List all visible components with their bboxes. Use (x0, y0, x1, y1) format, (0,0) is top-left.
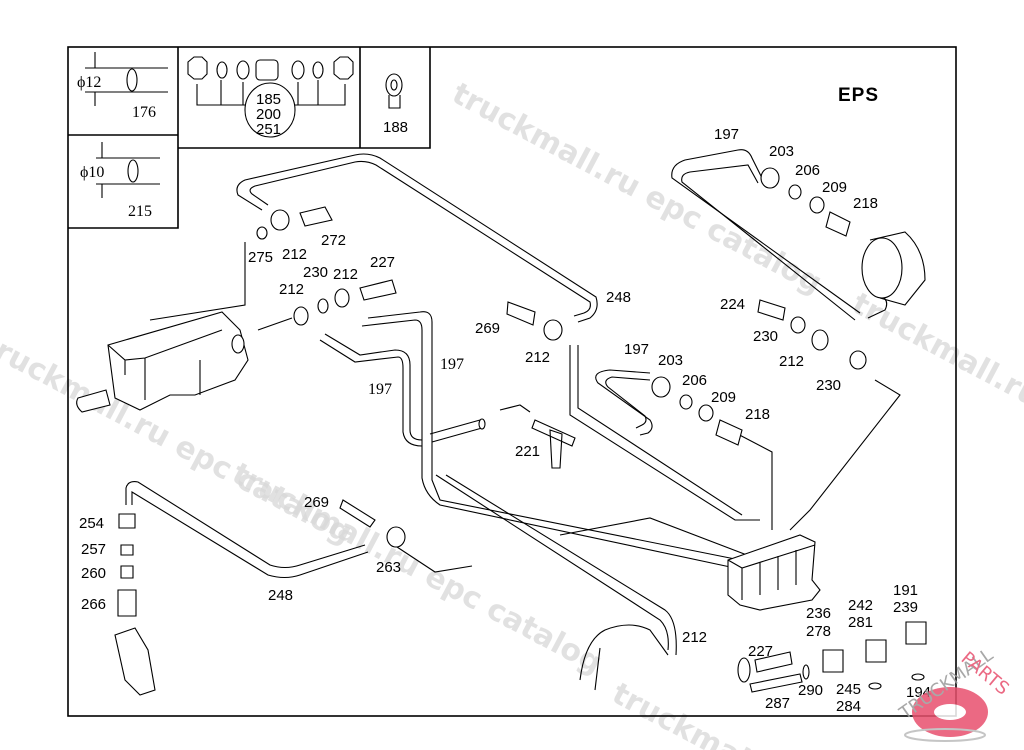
callout-263: 263 (376, 559, 401, 576)
gear-housing (861, 231, 926, 306)
callout-269: 269 (475, 320, 500, 337)
callout-245: 245 (836, 681, 861, 698)
part-number-176: 176 (132, 104, 156, 121)
callout-209: 209 (822, 179, 847, 196)
callout-191: 191 (893, 582, 918, 599)
callout-221: 221 (515, 443, 540, 460)
legend-tube-215: ϕ10 215 (80, 142, 160, 220)
part-number-251: 251 (256, 121, 281, 138)
callout-203: 203 (658, 352, 683, 369)
watermark: truckmall.ru epc catalog (226, 456, 607, 681)
callout-206: 206 (795, 162, 820, 179)
pipe-lines (125, 149, 901, 656)
callout-203: 203 (769, 143, 794, 160)
part-number-215: 215 (128, 203, 152, 220)
callout-212: 212 (779, 353, 804, 370)
watermark: truckmall.ru epc catalog (446, 76, 827, 301)
components (76, 167, 927, 696)
eps-actuator (76, 311, 249, 413)
callout-212: 212 (282, 246, 307, 263)
callout-labels: 197 203 206 209 218 275 212 272 212 230 … (79, 126, 931, 715)
legend-tube-176: ϕ12 176 (77, 52, 168, 121)
callout-281: 281 (848, 614, 873, 631)
callout-257: 257 (81, 541, 106, 558)
callout-260: 260 (81, 565, 106, 582)
part-number-200: 200 (256, 106, 281, 123)
callout-227: 227 (748, 643, 773, 660)
diagram-title: EPS (838, 85, 879, 106)
part-number-188: 188 (383, 119, 408, 136)
legend-banjo-188: 188 (383, 73, 408, 136)
callout-212: 212 (525, 349, 550, 366)
callout-197: 197 (440, 356, 464, 373)
callout-236: 236 (806, 605, 831, 622)
bracket (579, 624, 669, 691)
callout-209: 209 (711, 389, 736, 406)
callout-230: 230 (816, 377, 841, 394)
callout-227: 227 (370, 254, 395, 271)
callout-212: 212 (333, 266, 358, 283)
callout-230: 230 (303, 264, 328, 281)
legend-boxes: ϕ12 176 ϕ10 215 185 200 251 (68, 47, 431, 229)
diagram-frame (67, 46, 957, 717)
part-number-185: 185 (256, 91, 281, 108)
callout-218: 218 (745, 406, 770, 423)
reservoir (114, 627, 156, 696)
fittings (117, 167, 927, 693)
callout-206: 206 (682, 372, 707, 389)
callout-278: 278 (806, 623, 831, 640)
t-connector-221 (531, 419, 576, 469)
callout-272: 272 (321, 232, 346, 249)
callout-224: 224 (720, 296, 745, 313)
callout-266: 266 (81, 596, 106, 613)
legend-fittings-185-200-251: 185 200 251 (187, 56, 354, 138)
callout-239: 239 (893, 599, 918, 616)
callout-254: 254 (79, 515, 104, 532)
callout-212: 212 (682, 629, 707, 646)
valve-block (727, 534, 821, 611)
callout-275: 275 (248, 249, 273, 266)
callout-284: 284 (836, 698, 861, 715)
callout-242: 242 (848, 597, 873, 614)
watermark: truckmall.ru epc catalog (846, 286, 1024, 511)
callout-248: 248 (606, 289, 631, 306)
callout-218: 218 (853, 195, 878, 212)
callout-212: 212 (279, 281, 304, 298)
callout-248: 248 (268, 587, 293, 604)
diameter-label: ϕ12 (77, 74, 101, 91)
diameter-label: ϕ10 (80, 164, 104, 181)
callout-197: 197 (624, 341, 649, 358)
callout-290: 290 (798, 682, 823, 699)
callout-230: 230 (753, 328, 778, 345)
callout-269: 269 (304, 494, 329, 511)
callout-287: 287 (765, 695, 790, 712)
callout-197: 197 (368, 381, 392, 398)
callout-197: 197 (714, 126, 739, 143)
